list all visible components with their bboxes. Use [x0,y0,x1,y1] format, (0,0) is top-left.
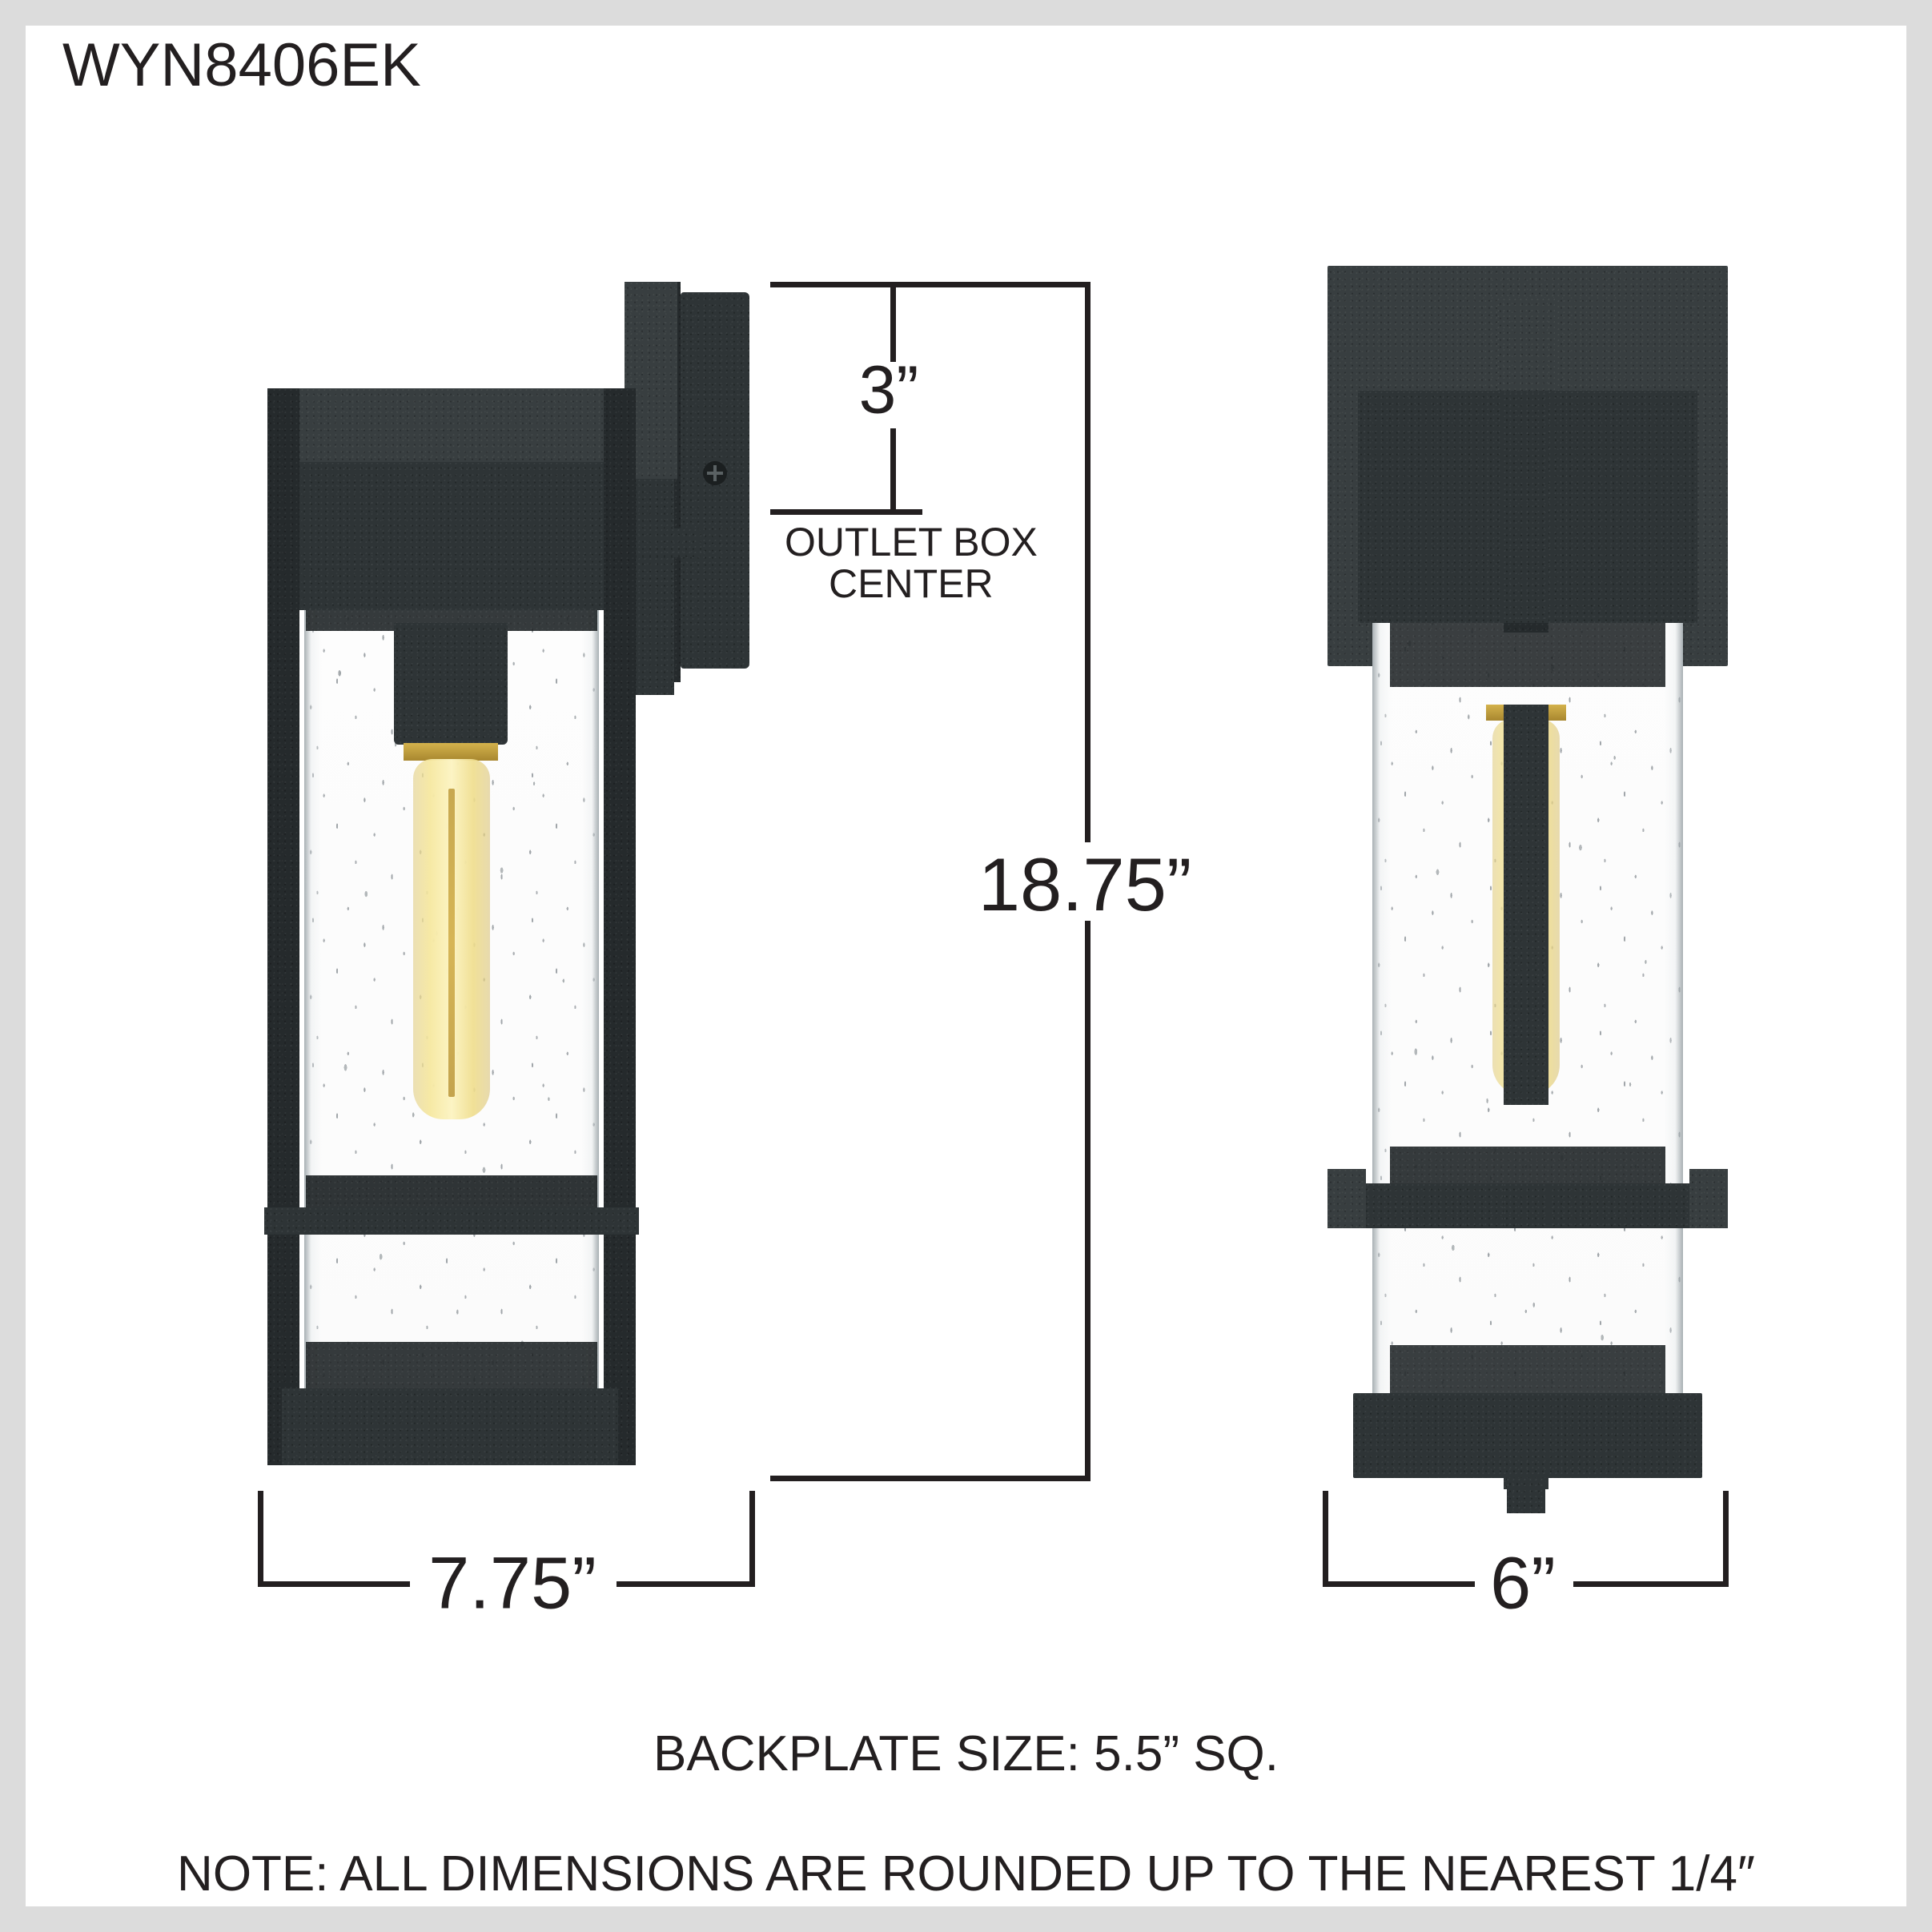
hood-front-slab [287,462,609,610]
glass-edge-right [581,610,599,1399]
dim-front-width-label: 6” [1490,1542,1556,1625]
glass-mid-shadow-band [306,1175,597,1207]
front-glass-bottom-shadow [1390,1345,1665,1395]
page-border-top [0,0,1932,26]
page-border-right [1906,0,1932,1932]
dim-height-line-upper [1085,282,1091,842]
mount-arm-stub [633,528,701,557]
dim-775-line-right [617,1581,753,1587]
page-border-left [0,0,26,1932]
dim-6-witness-right [1723,1491,1729,1587]
backplate-body [681,292,749,669]
dim-3in-line-upper [890,282,896,362]
front-stem-top [1497,298,1555,396]
bulb-socket-collar [404,743,498,761]
dim-775-line-left [258,1581,410,1587]
rounding-note: NOTE: ALL DIMENSIONS ARE ROUNDED UP TO T… [177,1846,1755,1902]
dim-height-bottom-extension [770,1476,1091,1481]
dim-6-witness-left [1323,1491,1328,1587]
front-stem-over-crossbar [1504,1183,1548,1228]
dim-height-label: 18.75” [978,842,1192,926]
lamp-socket-cup [394,623,508,745]
page-title: WYN8406EK [62,31,421,99]
mount-arm-lower [633,479,674,695]
front-stem-over-base [1504,1393,1548,1478]
dim-side-width-label: 7.75” [428,1542,596,1625]
dim-6-line-right [1573,1581,1725,1587]
front-glass-top-shadow [1390,623,1665,687]
outlet-box-label-line1: OUTLET BOX [785,520,1038,564]
bulb-filament [448,789,455,1097]
front-glass-edge-left [1372,578,1392,1395]
front-bottom-tab [1507,1478,1545,1513]
front-stem-bar-overlay [1504,392,1548,633]
page-border-bottom [0,1906,1932,1932]
dim-3in-line-lower [890,428,896,514]
front-crossbar-end-left [1327,1169,1366,1228]
frame-upright-left [267,388,299,1465]
dim-775-witness-right [749,1491,755,1587]
glass-edge-left [304,610,322,1399]
front-glass-mid-shadow [1390,1147,1665,1188]
dim-3in-label: 3” [858,351,919,428]
phillips-screw-icon [703,461,727,485]
front-crossbar-end-right [1689,1169,1728,1228]
dim-3in-bottom-extension [770,509,922,515]
dim-6-line-left [1323,1581,1475,1587]
frame-upright-right [604,388,636,1465]
glass-bottom-shadow-band [306,1342,597,1388]
bottom-plate [282,1388,618,1465]
dim-775-witness-left [258,1491,263,1587]
side-crossbar [264,1207,639,1235]
outlet-box-label-line2: CENTER [829,561,994,606]
hood-top-slab [267,388,636,468]
front-glass-edge-right [1664,578,1683,1395]
front-stem-over-bulb [1504,705,1548,1105]
dim-height-line-lower [1085,921,1091,1481]
dim-3in-top-extension [770,282,1091,287]
backplate-size-note: BACKPLATE SIZE: 5.5” SQ. [653,1726,1279,1781]
